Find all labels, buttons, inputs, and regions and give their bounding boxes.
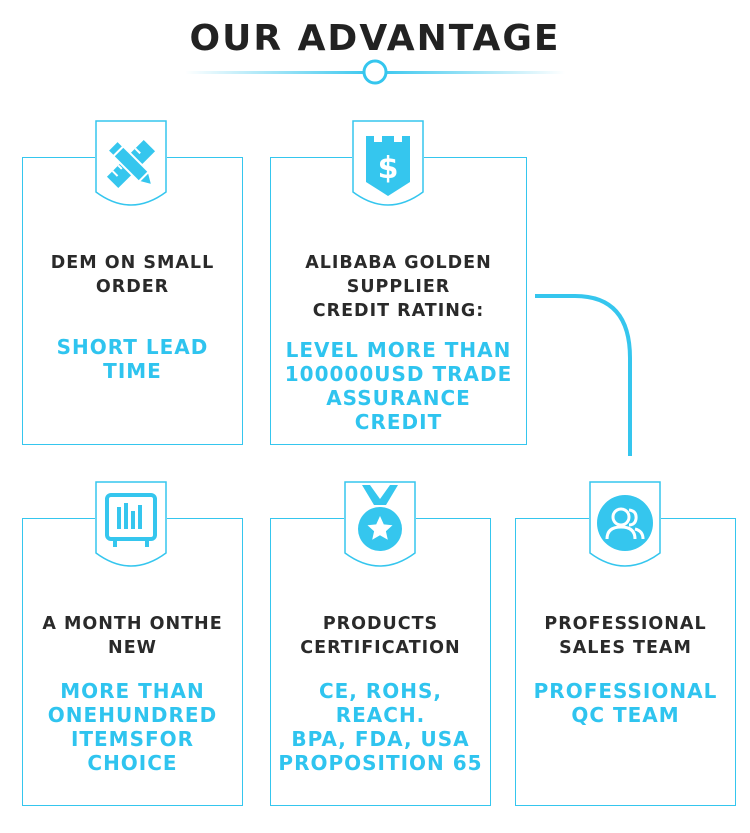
badge-1: [95, 120, 167, 218]
card-highlight: MORE THAN ONEHUNDRED ITEMSFOR CHOICE: [47, 679, 218, 775]
badge-3: [95, 481, 167, 579]
badge-5: [589, 481, 661, 579]
card-heading: PROFESSIONAL SALES TEAM: [544, 614, 707, 658]
card-heading: ALIBABA GOLDEN SUPPLIER CREDIT RATING:: [305, 253, 492, 321]
card-sales-team: PROFESSIONAL SALES TEAM PROFESSIONAL QC …: [515, 518, 736, 806]
card-highlight: LEVEL MORE THAN 100000USD TRADE ASSURANC…: [284, 338, 513, 434]
svg-text:$: $: [378, 151, 399, 186]
card-heading: DEM ON SMALL ORDER: [50, 253, 215, 297]
title-divider: [185, 59, 565, 85]
card-highlight: SHORT LEAD TIME: [56, 335, 209, 383]
pencil-ruler-icon: [106, 139, 156, 189]
medal-star-icon: [358, 485, 402, 551]
badge-2: $: [352, 120, 424, 218]
page-title: OUR ADVANTAGE: [189, 18, 561, 59]
dollar-shield-icon: $: [366, 136, 410, 196]
card-heading: PRODUCTS CERTIFICATION: [300, 614, 461, 658]
badge-4: [344, 481, 416, 579]
card-heading: A MONTH ONTHE NEW: [42, 614, 223, 658]
connector-line: [535, 294, 632, 456]
card-highlight: PROFESSIONAL QC TEAM: [533, 679, 718, 727]
team-people-icon: [597, 495, 653, 551]
card-oem: DEM ON SMALL ORDER SHORT LEAD TIME: [22, 157, 243, 445]
card-highlight: CE, ROHS, REACH. BPA, FDA, USA PROPOSITI…: [278, 679, 483, 775]
bar-chart-monitor-icon: [105, 493, 157, 547]
